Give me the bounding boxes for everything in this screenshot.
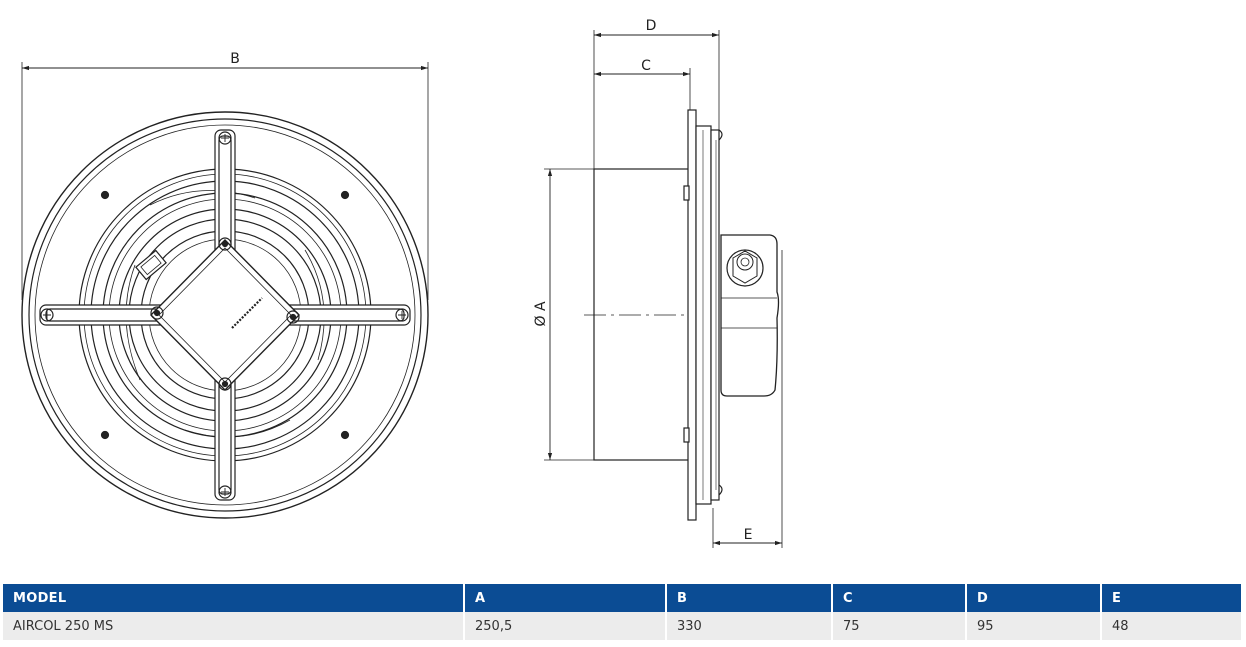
cell-d: 95 — [966, 612, 1102, 640]
cell-e: 48 — [1101, 612, 1241, 640]
cell-b: 330 — [666, 612, 833, 640]
header-e: E — [1101, 584, 1241, 612]
dimension-d: D — [593, 18, 720, 172]
dimension-c-label: C — [641, 58, 651, 74]
header-c: C — [832, 584, 967, 612]
dimension-b: B — [21, 51, 429, 300]
header-a: A — [464, 584, 667, 612]
header-b: B — [666, 584, 833, 612]
cell-model: AIRCOL 250 MS — [3, 612, 465, 640]
dimension-a: Ø A — [533, 168, 594, 461]
dimension-e: E — [712, 250, 783, 548]
dimension-d-label: D — [646, 18, 657, 34]
header-d: D — [966, 584, 1102, 612]
cell-c: 75 — [832, 612, 967, 640]
technical-drawing: B — [21, 18, 783, 548]
front-view: B — [21, 51, 429, 519]
flange-screws — [100, 190, 350, 440]
cell-a: 250,5 — [464, 612, 667, 640]
spec-table: MODEL A B C D E AIRCOL 250 MS 250,5 330 … — [3, 584, 1241, 640]
table-header-row: MODEL A B C D E — [3, 584, 1241, 612]
dimension-a-label: Ø A — [533, 301, 549, 326]
header-model: MODEL — [3, 584, 465, 612]
dimension-e-label: E — [744, 527, 753, 543]
table-row: AIRCOL 250 MS 250,5 330 75 95 48 — [3, 612, 1241, 640]
dimension-c: C — [594, 58, 691, 110]
side-view: D C Ø A — [533, 18, 783, 548]
dimension-b-label: B — [230, 51, 240, 67]
